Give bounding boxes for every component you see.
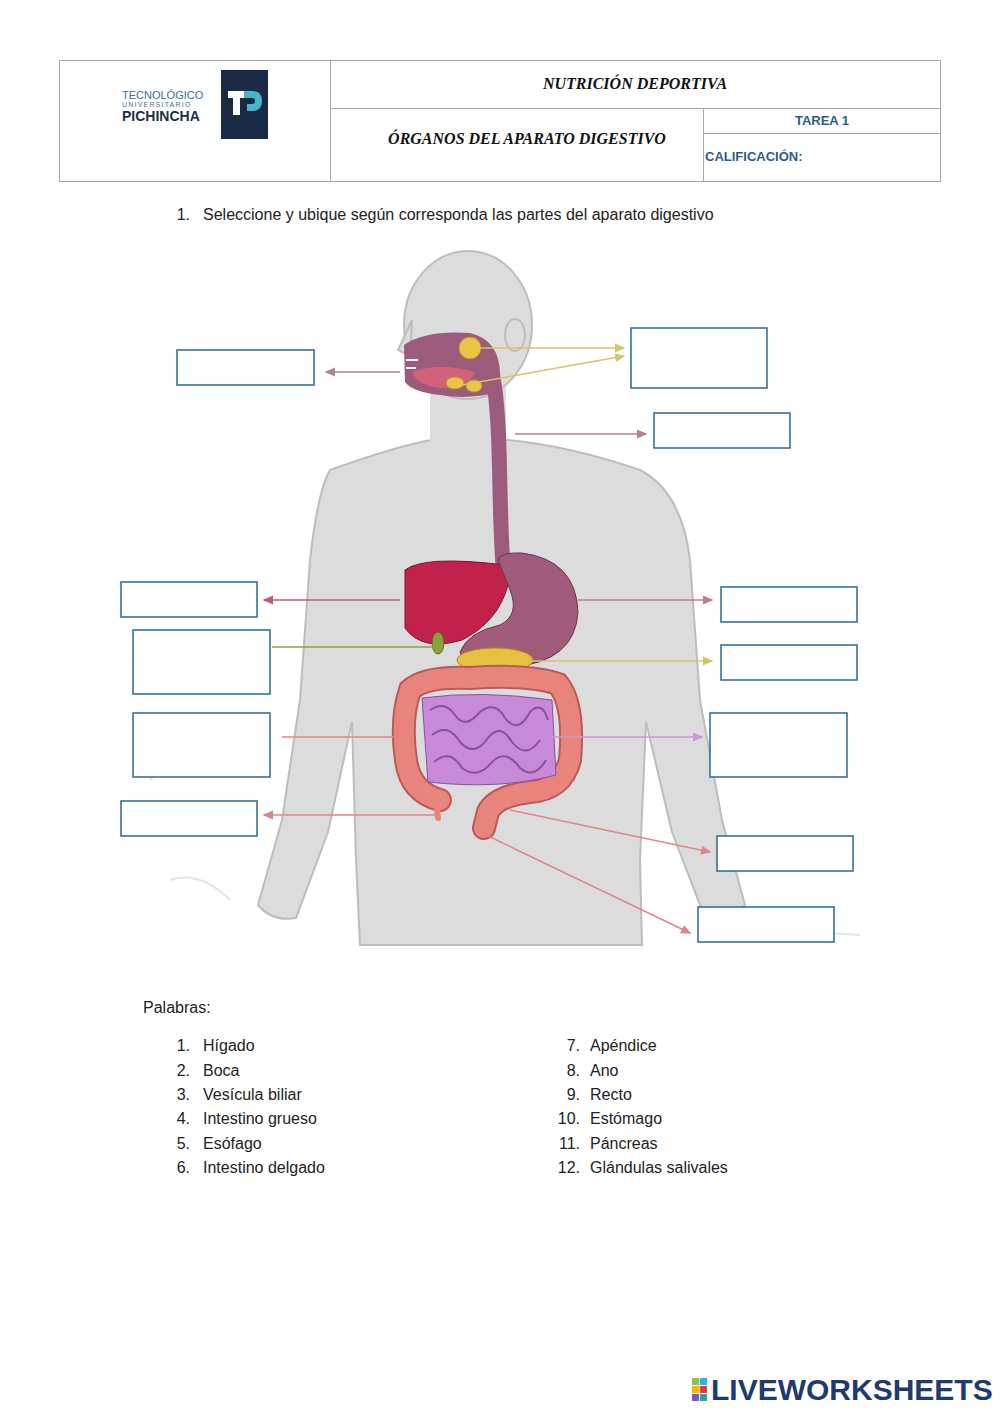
list-number: 11. <box>559 1134 580 1153</box>
list-number: 12. <box>558 1158 580 1177</box>
leader-lines <box>264 348 712 933</box>
list-number: 4. <box>177 1109 190 1128</box>
word-item: Ano <box>590 1061 618 1080</box>
logo-text: PICHINCHA <box>122 108 200 125</box>
word-item: Intestino delgado <box>203 1158 325 1177</box>
header-table <box>60 60 941 182</box>
logo-mark <box>221 70 268 139</box>
digestive-organs <box>404 333 578 829</box>
task-label: TAREA 1 <box>795 113 849 129</box>
header-subtitle: ÓRGANOS DEL APARATO DIGESTIVO <box>388 129 666 148</box>
grade-label: CALIFICACIÓN: <box>705 149 803 165</box>
word-item: Vesícula biliar <box>203 1085 302 1104</box>
word-item: Recto <box>590 1085 632 1104</box>
list-number: 1. <box>177 205 190 224</box>
word-item: Apéndice <box>590 1036 657 1055</box>
header-title: NUTRICIÓN DEPORTIVA <box>543 74 727 93</box>
word-item: Páncreas <box>590 1134 658 1153</box>
logo-text: TECNOLÓGICO <box>122 89 203 102</box>
list-number: 10. <box>558 1109 580 1128</box>
word-item: Estómago <box>590 1109 662 1128</box>
list-number: 2. <box>177 1061 190 1080</box>
word-item: Hígado <box>203 1036 255 1055</box>
word-item: Boca <box>203 1061 239 1080</box>
list-number: 1. <box>177 1036 190 1055</box>
word-item: Intestino grueso <box>203 1109 317 1128</box>
word-item: Glándulas salivales <box>590 1158 728 1177</box>
watermark-icon <box>692 1378 707 1401</box>
list-number: 5. <box>177 1134 190 1153</box>
list-number: 7. <box>567 1036 580 1055</box>
answer-boxes <box>121 328 857 942</box>
word-item: Esófago <box>203 1134 262 1153</box>
list-number: 8. <box>567 1061 580 1080</box>
section-heading: Palabras: <box>143 998 211 1017</box>
instruction: Seleccione y ubique según corresponda la… <box>203 205 714 224</box>
list-number: 3. <box>177 1085 190 1104</box>
list-number: 6. <box>177 1158 190 1177</box>
list-number: 9. <box>567 1085 580 1104</box>
watermark: LIVEWORKSHEETS <box>711 1372 993 1408</box>
